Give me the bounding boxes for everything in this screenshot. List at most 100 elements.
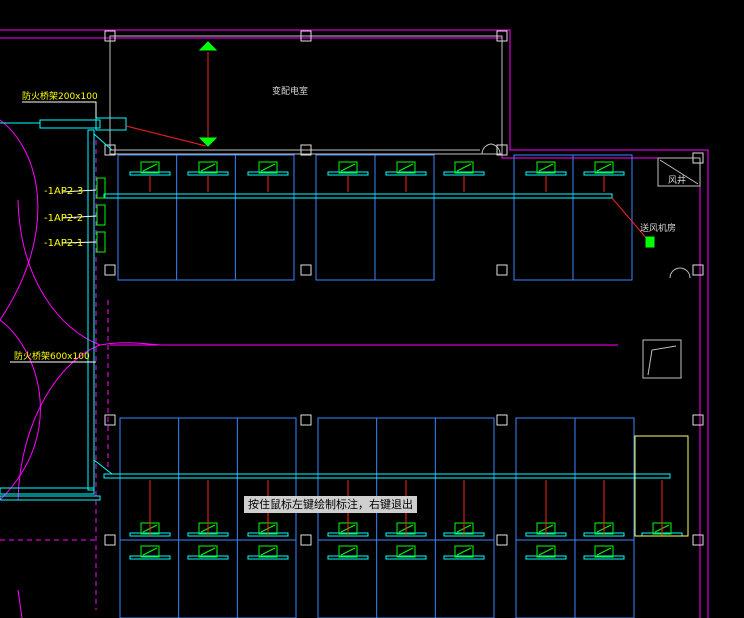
- column: [104, 144, 116, 156]
- door-swing-4: [679, 267, 691, 279]
- lamp-tray: [327, 555, 369, 560]
- column: [104, 534, 116, 546]
- column: [104, 30, 116, 42]
- ramp-tail: [17, 589, 23, 618]
- lamp-fixture: [396, 545, 416, 558]
- cable-tray-branch: [39, 119, 101, 129]
- lamp-fixture: [258, 161, 278, 174]
- outer-wall: [0, 29, 709, 618]
- door-swing: [481, 143, 493, 155]
- lamp-fixture-mark: [398, 163, 414, 172]
- column: [692, 534, 704, 546]
- transformer-room: [109, 35, 701, 379]
- lamp-fixture: [594, 161, 614, 174]
- lamp-fixture: [454, 545, 474, 558]
- lamp-fixture-mark: [456, 163, 472, 172]
- column: [300, 534, 312, 546]
- fan-symbol: [645, 236, 655, 248]
- cable-tray-bottom: [103, 473, 671, 479]
- wiring: [125, 52, 649, 241]
- label-panel-1: -1AP2-1: [44, 238, 83, 249]
- lamp-fixture-mark: [200, 163, 216, 172]
- ramp-curve-3: [17, 199, 101, 346]
- building-walls: [0, 29, 709, 618]
- label-leaders: [10, 101, 97, 363]
- column: [300, 414, 312, 426]
- lamp-fixture: [198, 161, 218, 174]
- lamp-fixture: [536, 545, 556, 558]
- feeder-wire-2: [125, 125, 207, 147]
- lamp-tray: [187, 555, 229, 560]
- panel-box-3: [96, 177, 106, 199]
- lamp-fixture-mark: [398, 547, 414, 556]
- ramp-curve-1: [0, 119, 39, 321]
- transformer-symbol-bottom: [198, 137, 218, 147]
- lamp-fixture: [396, 161, 416, 174]
- lamp-fixture: [338, 545, 358, 558]
- lamp-fixture-mark: [456, 547, 472, 556]
- lamp-fixture-mark: [340, 163, 356, 172]
- label-bridge-top: 防火桥架200x100: [22, 90, 98, 102]
- transformer-room-outline: [109, 35, 503, 155]
- column: [496, 30, 508, 42]
- ramp-curve-4: [17, 344, 101, 501]
- parking-block-top: [117, 154, 295, 281]
- lamp-fixture-mark: [142, 547, 158, 556]
- column: [300, 144, 312, 156]
- lamp-fixture: [454, 161, 474, 174]
- column: [104, 414, 116, 426]
- column: [104, 264, 116, 276]
- lamp-fixture-mark: [538, 163, 554, 172]
- label-bridge-mid: 防火桥架600x100: [14, 350, 90, 362]
- cable-tray-top: [103, 193, 613, 199]
- cable-tray-junction: [95, 117, 127, 131]
- lamp-fixture-mark: [596, 547, 612, 556]
- lamp-fixture-mark: [260, 547, 276, 556]
- column: [692, 264, 704, 276]
- label-transformer-room: 变配电室: [272, 85, 308, 97]
- lamp-fixture-mark: [142, 163, 158, 172]
- column: [496, 414, 508, 426]
- lamp-fixture: [594, 545, 614, 558]
- panel-box-2: [96, 204, 106, 226]
- lamp-fixture: [198, 545, 218, 558]
- lamp-fixture: [258, 545, 278, 558]
- ramp-curve-2: [0, 319, 41, 501]
- label-panel-2: -1AP2-2: [44, 213, 83, 224]
- shaft-room: [657, 157, 701, 187]
- lamp-fixture-mark: [260, 163, 276, 172]
- light-fixtures: [129, 161, 683, 560]
- panel-box-1: [96, 231, 106, 253]
- cable-tray-vertical: [87, 129, 95, 491]
- fan-room-wire: [611, 197, 649, 241]
- inner-wall: [0, 37, 701, 618]
- lamp-tray: [525, 555, 567, 560]
- cable-tray-left-2: [0, 495, 101, 501]
- lamp-tray: [385, 555, 427, 560]
- parking-block-bottom: [317, 417, 495, 618]
- column: [496, 264, 508, 276]
- lamp-fixture: [140, 545, 160, 558]
- command-hint-tooltip: 按住鼠标左键绘制标注，右键退出: [244, 496, 417, 513]
- lamp-tray: [583, 555, 625, 560]
- columns: [104, 30, 704, 546]
- cable-trays: [0, 117, 671, 501]
- parking-grid: [117, 154, 635, 618]
- lamp-fixture: [338, 161, 358, 174]
- cable-tray-left: [0, 487, 95, 495]
- lamp-tray: [247, 555, 289, 560]
- lamp-fixture: [536, 161, 556, 174]
- selection-highlight-box: [634, 435, 689, 537]
- equipment-box: [642, 339, 682, 379]
- lamp-tray: [443, 555, 485, 560]
- column: [496, 534, 508, 546]
- column: [300, 30, 312, 42]
- column: [692, 414, 704, 426]
- column: [692, 152, 704, 164]
- electrical-symbols: [96, 41, 655, 253]
- lamp-tray: [129, 555, 171, 560]
- ramp-curve-5: [99, 342, 166, 346]
- transformer-symbol-top: [198, 41, 218, 51]
